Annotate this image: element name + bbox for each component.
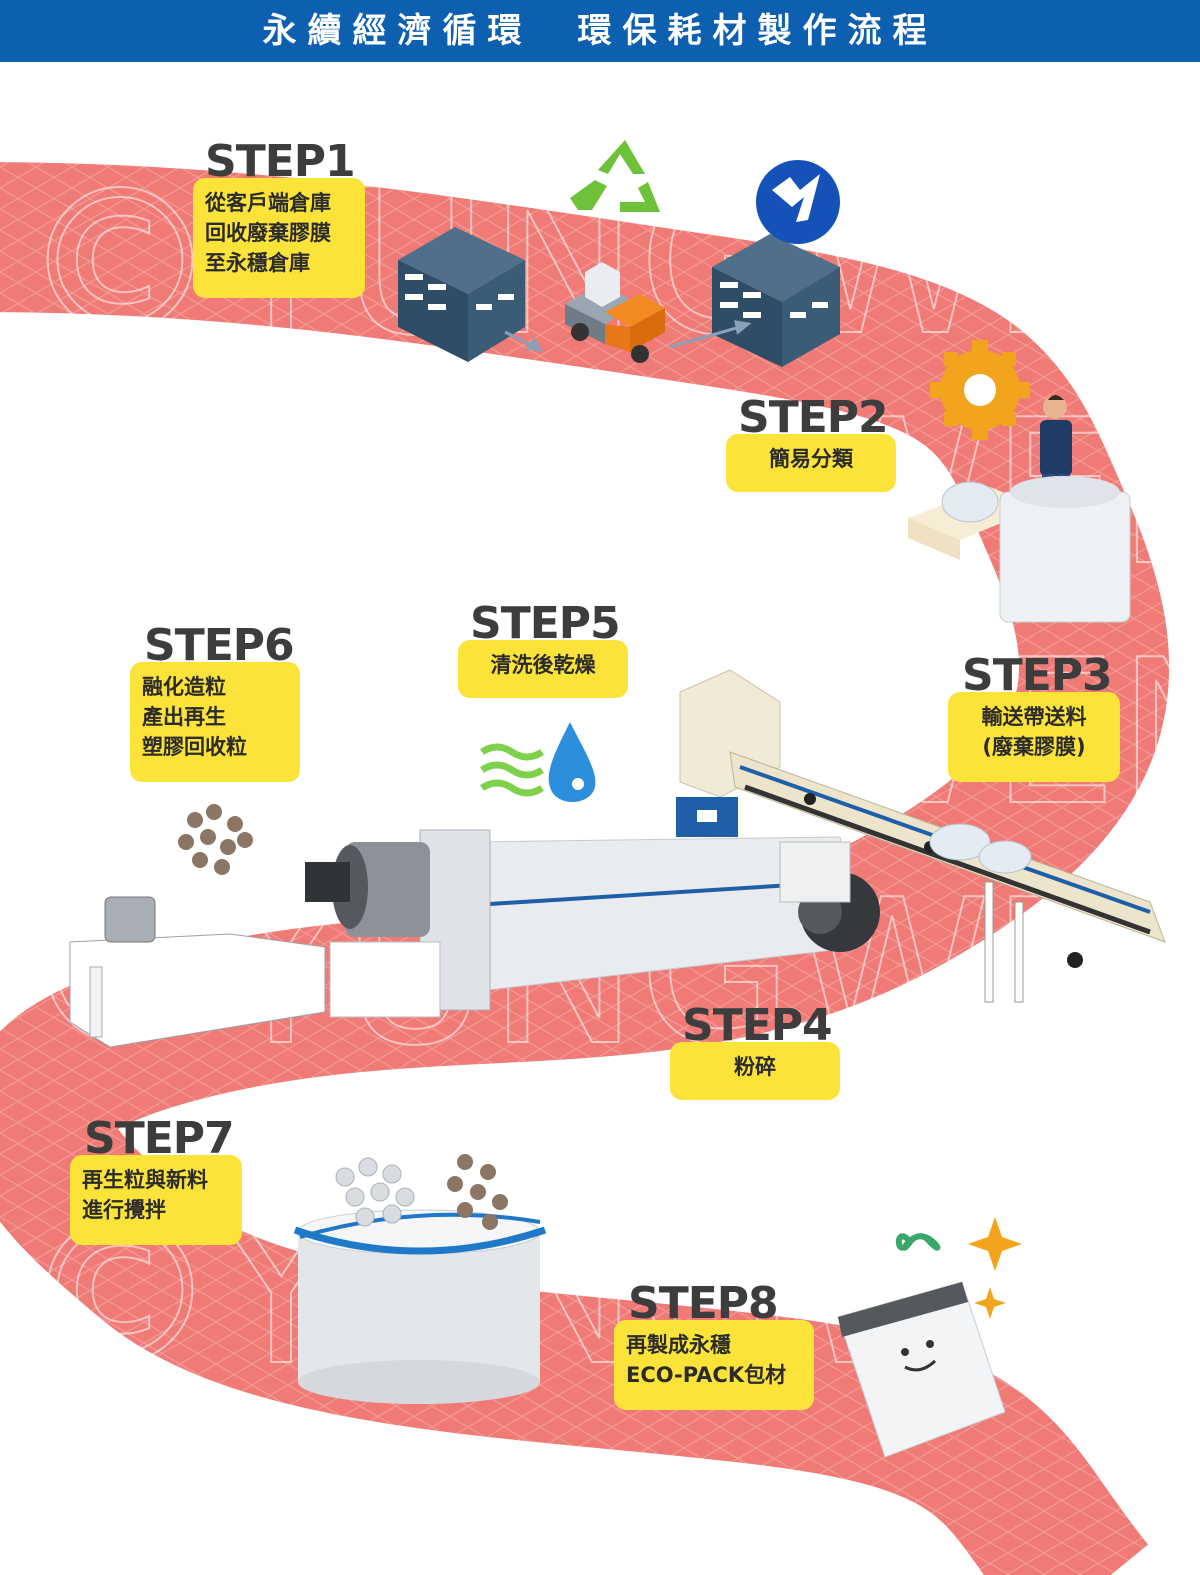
extruder-icon [305,829,880,1018]
gear-icon [930,340,1030,440]
step-1-line-3: 至永穩倉庫 [205,251,310,275]
step-3-title: STEP3 [962,650,1113,701]
step-5-title: STEP5 [470,598,621,649]
step-7-title: STEP7 [84,1113,235,1164]
water-drop-icon [480,722,596,802]
step-1-title: STEP1 [205,136,356,187]
step-1-line-1: 從客戶端倉庫 [205,191,331,215]
step-3-line-1: 輸送帶送料 [981,705,1087,729]
step-6-line-1: 融化造粒 [142,675,226,699]
step-3-label: 輸送帶送料 (廢棄膠膜) [948,692,1120,782]
eco-pack-bag-icon [837,1281,1006,1458]
step-8-label: 再製成永穩 ECO-PACK包材 [614,1320,814,1410]
process-illustration: ©YUNGWEN ©YUNGWEN ©YUNGWEN ©YUNGWEN ©YUN… [0,140,1200,1575]
step-6-line-3: 塑膠回收粒 [142,735,247,759]
pellets-icon [178,804,253,875]
bags-icon [908,476,1131,623]
warehouse-icon [398,227,525,362]
step-7-line-1: 再生粒與新料 [82,1168,208,1192]
step-3-line-2: (廢棄膠膜) [982,735,1086,759]
flow-arrows [504,320,752,353]
step-6-line-2: 產出再生 [142,705,226,729]
step-1-label: 從客戶端倉庫 回收廢棄膠膜 至永穩倉庫 [193,178,365,298]
step-7-line-2: 進行攪拌 [82,1198,166,1222]
brand-logo-icon [756,160,840,244]
header-bar: 永續經濟循環 環保耗材製作流程 [0,0,1200,62]
mixer-icon [293,1154,547,1404]
conveyor-icon [679,669,1166,1003]
step-6-title: STEP6 [144,620,295,671]
step-8-line-1: 再製成永穩 [626,1333,731,1357]
step-2-label: 簡易分類 [726,434,896,492]
step-8-line-2: ECO-PACK包材 [626,1363,787,1387]
step-5-label: 清洗後乾燥 [458,640,628,698]
step-2-line-1: 簡易分類 [769,447,853,471]
step-2-title: STEP2 [738,392,889,443]
step-1-line-2: 回收廢棄膠膜 [205,221,331,245]
process-scene: ©YUNGWEN ©YUNGWEN ©YUNGWEN ©YUNGWEN ©YUN… [0,62,1200,1575]
crusher-icon [676,797,738,837]
step-7-label: 再生粒與新料 進行攪拌 [70,1155,242,1245]
step-6-label: 融化造粒 產出再生 塑膠回收粒 [130,662,300,782]
step-4-line-1: 粉碎 [734,1055,776,1079]
cutter-table [69,896,326,1048]
sparkle-icon [968,1217,1022,1319]
page-title: 永續經濟循環 環保耗材製作流程 [262,11,938,51]
step-4-title: STEP4 [682,1000,833,1051]
truck-icon [565,262,665,363]
warehouse-icon [712,234,840,367]
infinity-icon [895,1233,941,1251]
step-4-label: 粉碎 [670,1042,840,1100]
step-5-line-1: 清洗後乾燥 [490,653,596,677]
step-8-title: STEP8 [628,1278,779,1329]
recycle-icon [570,140,660,212]
